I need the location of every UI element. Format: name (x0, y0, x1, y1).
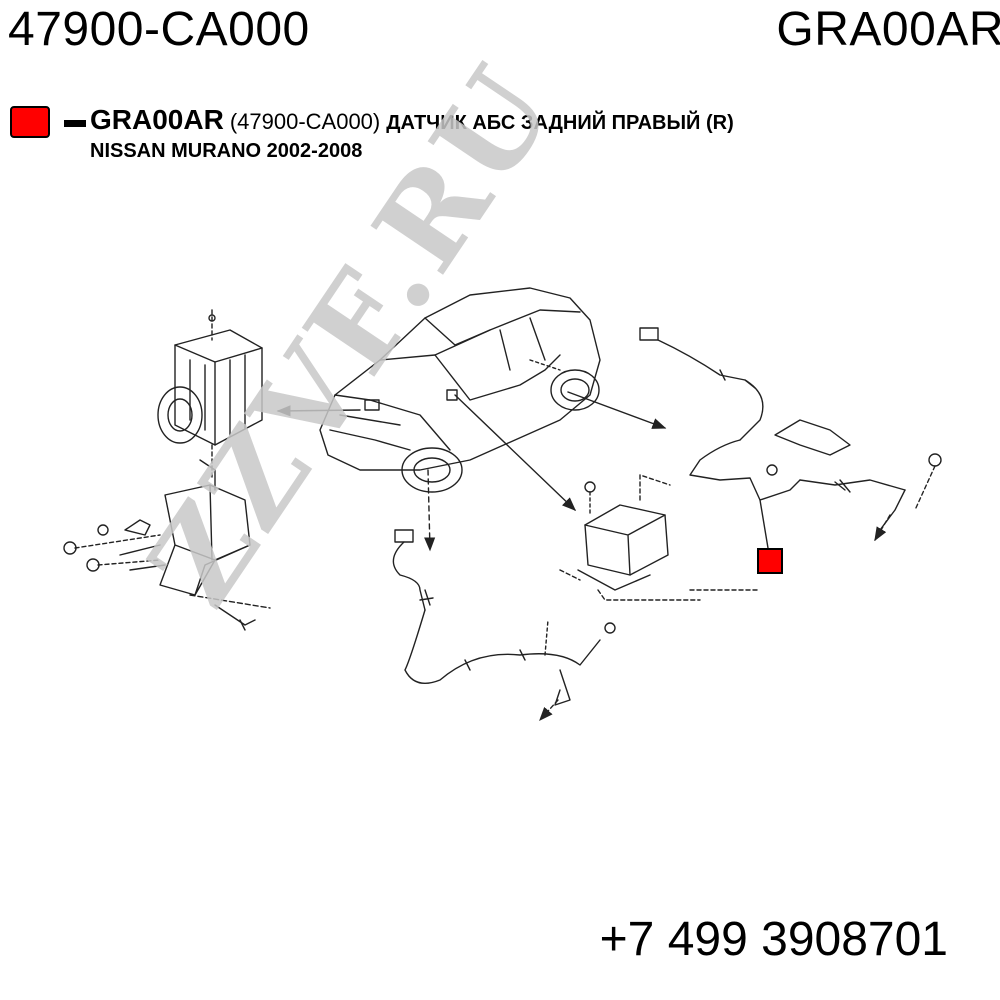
legend-line-1: GRA00AR(47900-CA000)ДАТЧИК АБС ЗАДНИЙ ПР… (90, 104, 734, 136)
legend-dash (64, 120, 86, 127)
abs-actuator-unit (157, 309, 263, 491)
legend-swatch (10, 106, 50, 138)
front-abs-sensor (392, 529, 616, 722)
part-number-title: 47900-CA000 (8, 3, 310, 56)
legend-description: ДАТЧИК АБС ЗАДНИЙ ПРАВЫЙ (R) (386, 112, 734, 134)
legend-code: GRA00AR (90, 104, 224, 135)
g-sensor (559, 474, 701, 601)
legend-oem-number: (47900-CA000) (229, 109, 381, 134)
abs-bracket (63, 484, 271, 631)
highlighted-part-marker[interactable] (757, 548, 783, 574)
legend-vehicle: NISSAN MURANO 2002-2008 (90, 140, 363, 162)
phone-number[interactable]: +7 499 3908701 (599, 913, 948, 966)
rear-abs-sensor-right (639, 327, 942, 591)
article-title: GRA00AR (776, 3, 1000, 56)
vehicle-body (319, 287, 601, 493)
